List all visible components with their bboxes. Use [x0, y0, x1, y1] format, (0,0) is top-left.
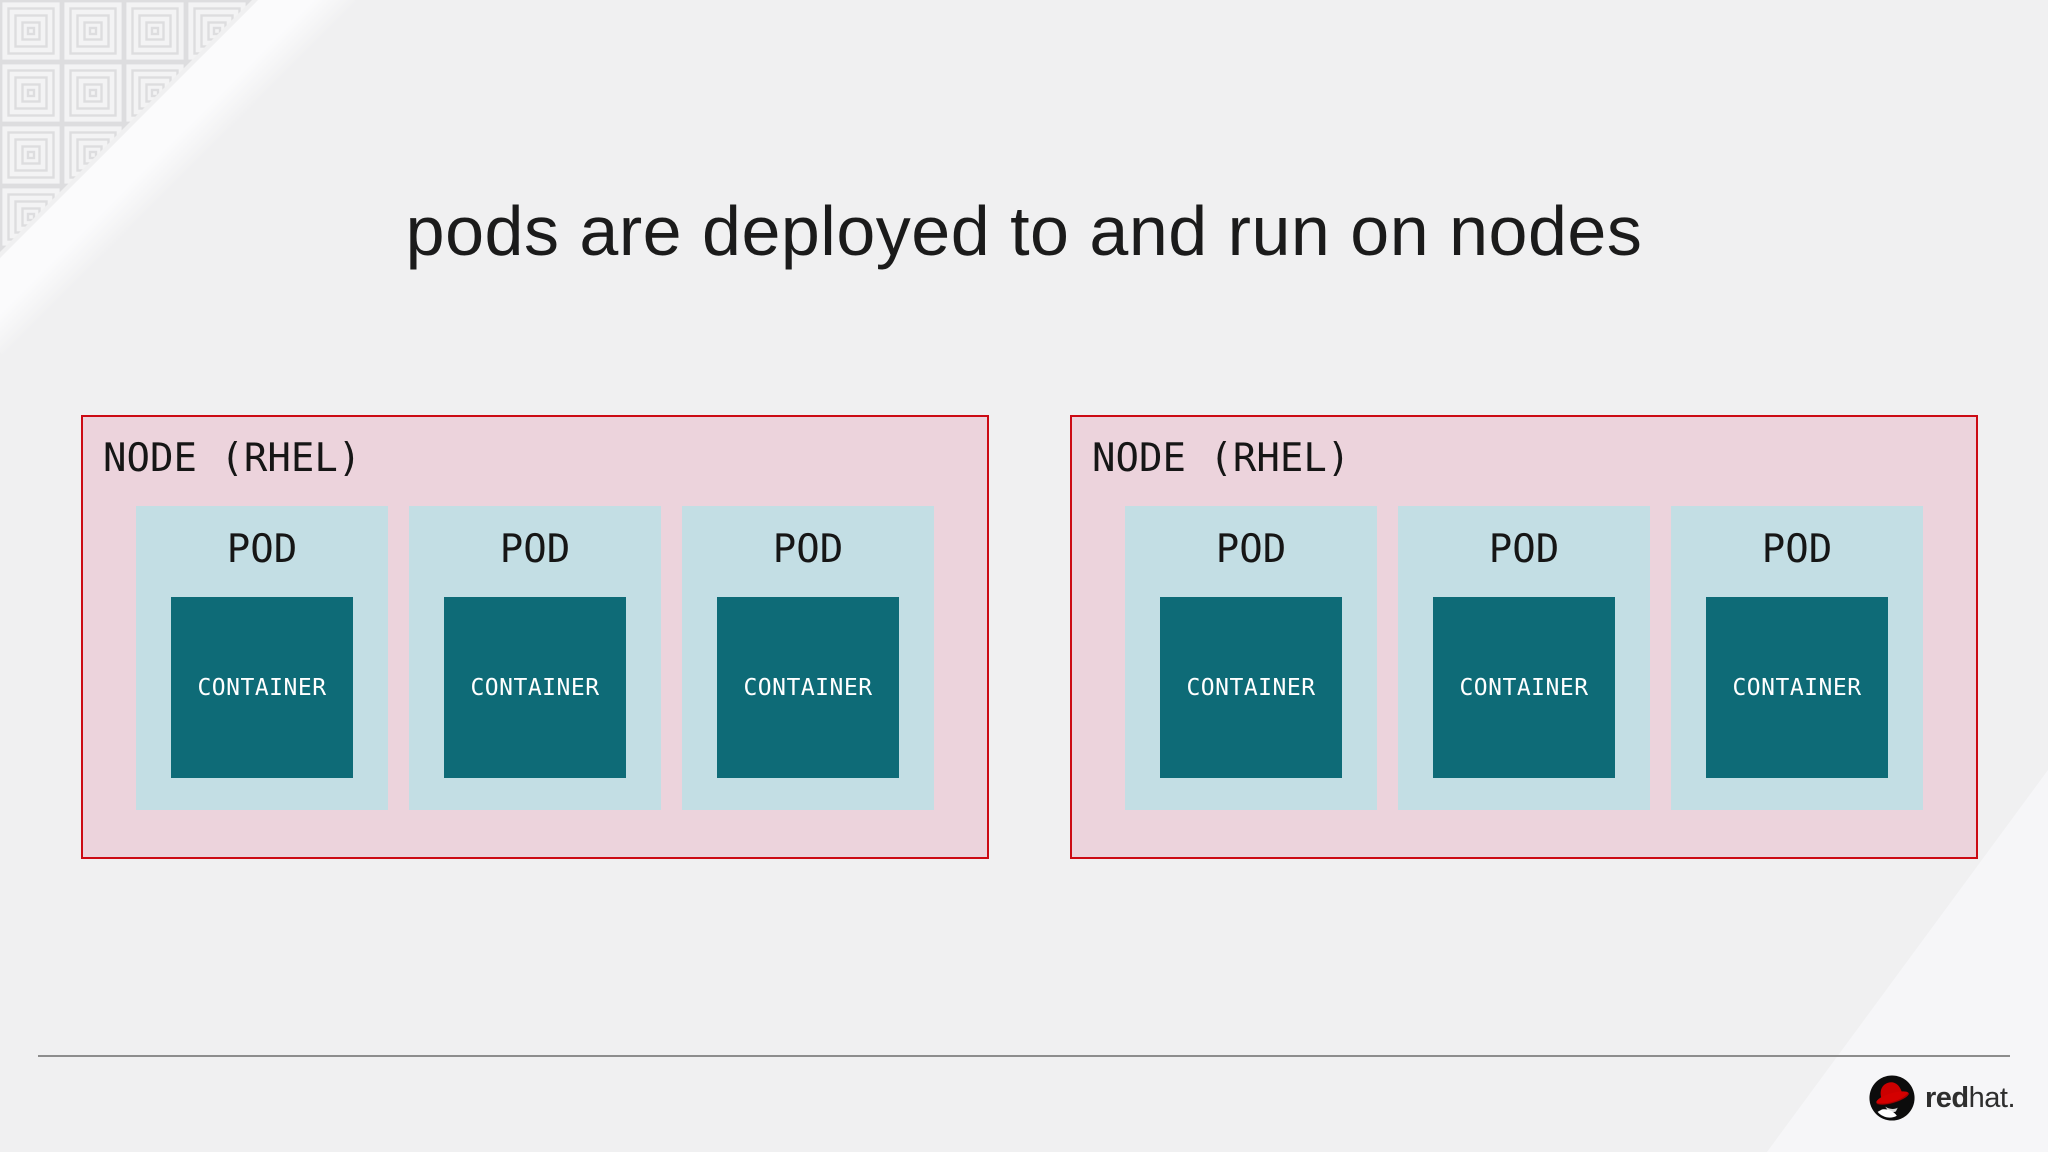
container-box: CONTAINER — [1160, 597, 1342, 778]
pod-row: POD CONTAINER POD CONTAINER POD CONTAINE… — [83, 506, 987, 810]
container-box: CONTAINER — [1433, 597, 1615, 778]
wordmark-hat: hat — [1968, 1081, 2008, 1114]
container-label: CONTAINER — [1732, 674, 1862, 701]
pod-box: POD CONTAINER — [682, 506, 934, 810]
pod-box: POD CONTAINER — [136, 506, 388, 810]
pod-box: POD CONTAINER — [1671, 506, 1923, 810]
redhat-fedora-icon — [1869, 1075, 1915, 1121]
corner-pattern-icon — [0, 0, 252, 252]
pod-box: POD CONTAINER — [409, 506, 661, 810]
node-box-2: NODE (RHEL) POD CONTAINER POD CONTAINER … — [1070, 415, 1978, 859]
pod-box: POD CONTAINER — [1398, 506, 1650, 810]
container-box: CONTAINER — [444, 597, 626, 778]
node-box-1: NODE (RHEL) POD CONTAINER POD CONTAINER … — [81, 415, 989, 859]
pod-row: POD CONTAINER POD CONTAINER POD CONTAINE… — [1072, 506, 1976, 810]
node-label: NODE (RHEL) — [103, 436, 362, 481]
container-label: CONTAINER — [197, 674, 327, 701]
pod-label: POD — [1215, 527, 1287, 572]
node-label: NODE (RHEL) — [1092, 436, 1351, 481]
container-box: CONTAINER — [1706, 597, 1888, 778]
container-label: CONTAINER — [470, 674, 600, 701]
container-box: CONTAINER — [171, 597, 353, 778]
pod-label: POD — [1488, 527, 1560, 572]
footer-divider — [38, 1055, 2010, 1057]
container-box: CONTAINER — [717, 597, 899, 778]
pod-box: POD CONTAINER — [1125, 506, 1377, 810]
container-label: CONTAINER — [1459, 674, 1589, 701]
pod-label: POD — [226, 527, 298, 572]
container-label: CONTAINER — [1186, 674, 1316, 701]
pod-label: POD — [1761, 527, 1833, 572]
pod-label: POD — [499, 527, 571, 572]
page-title: pods are deployed to and run on nodes — [405, 192, 1643, 270]
container-label: CONTAINER — [743, 674, 873, 701]
pod-label: POD — [772, 527, 844, 572]
wordmark-red: red — [1925, 1081, 1969, 1114]
wordmark-period: . — [2007, 1081, 2016, 1114]
redhat-wordmark: redhat. — [1925, 1081, 2016, 1115]
redhat-logo: redhat. — [1868, 1072, 2016, 1124]
